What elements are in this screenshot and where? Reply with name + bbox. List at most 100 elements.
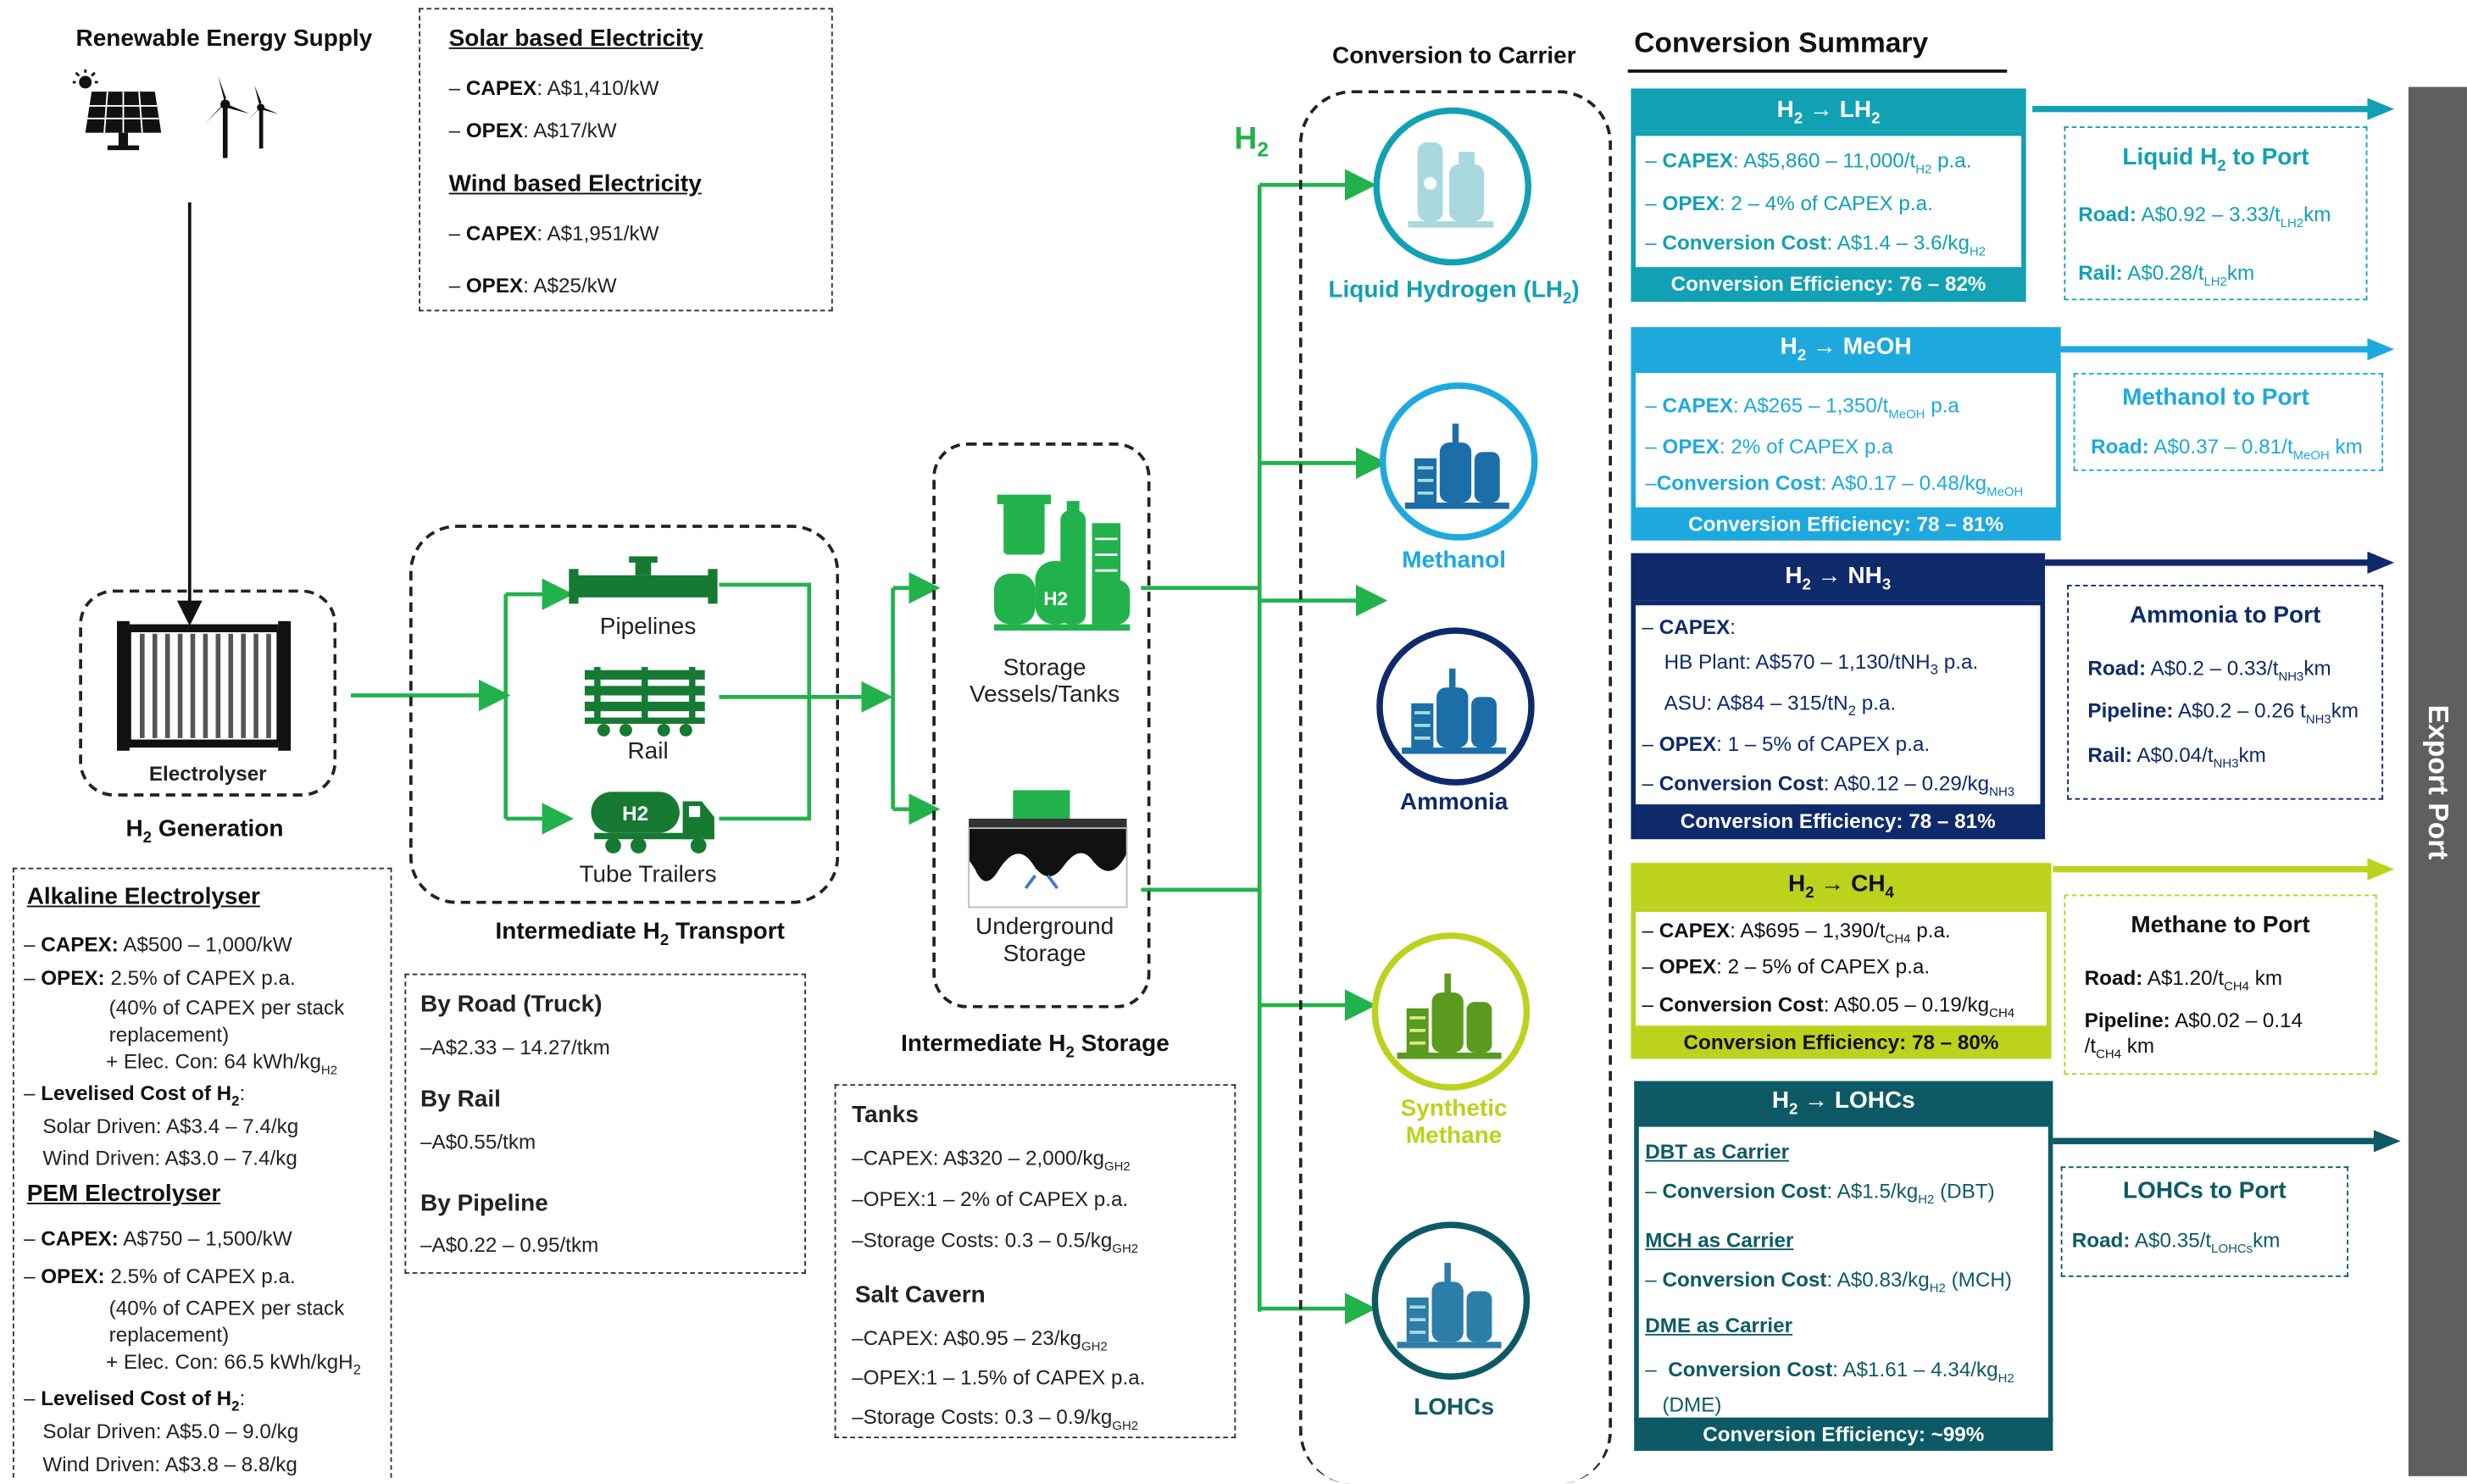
lh2-port-box: Liquid H2 to Port Road: A$0.92 – 3.33/tL… (2064, 126, 2368, 301)
nh3-port-road: Road: A$0.2 – 0.33/tNH3km (2087, 655, 2331, 684)
ch4-port-road: Road: A$1.20/tCH4 km (2084, 965, 2283, 994)
rail-label: Rail (627, 737, 669, 765)
road-title: By Road (Truck) (420, 991, 603, 1018)
solar-wind-costs-box: Solar based Electricity – CAPEX: A$1,410… (419, 8, 833, 312)
road-value: –A$2.33 – 14.27/tkm (420, 1035, 610, 1059)
pipeline-title: By Pipeline (420, 1190, 548, 1217)
export-port-bar (2408, 86, 2467, 1476)
ammonia-plant-icon (1402, 668, 1507, 754)
electrolyser-icon (116, 620, 292, 751)
trailer-h2-text: H2 (622, 803, 648, 825)
tanks-title: Tanks (852, 1101, 919, 1129)
ch4-summary-header: H2 → CH4 (1631, 863, 2052, 908)
carrier-box (1298, 90, 1613, 1484)
lh2-efficiency: Conversion Efficiency: 76 – 82% (1631, 267, 2026, 303)
meoh-opex: – OPEX: 2% of CAPEX p.a (1645, 434, 1893, 459)
ch4-summary-box: – CAPEX: A$695 – 1,390/tCH4 p.a. – OPEX:… (1631, 907, 2052, 1031)
pipelines-label: Pipelines (599, 613, 697, 641)
nh3-efficiency: Conversion Efficiency: 78 – 81% (1631, 804, 2046, 840)
lohc-port-box: LOHCs to Port Road: A$0.35/tLOHCskm (2060, 1166, 2349, 1277)
dbt-cost: – Conversion Cost: A$1.5/kgH2 (DBT) (1645, 1179, 1995, 1207)
alkaline-opex: – OPEX: 2.5% of CAPEX p.a. (23, 965, 296, 990)
wind-title: Wind based Electricity (448, 170, 702, 198)
nh3-hb-plant: HB Plant: A$570 – 1,130/tNH3 p.a. (1664, 649, 1979, 678)
alkaline-note: (40% of CAPEX per stack replacement) (108, 995, 345, 1047)
tanks-opex: –OPEX:1 – 2% of CAPEX p.a. (852, 1187, 1129, 1211)
storage-box (932, 442, 1151, 1009)
meoh-capex: – CAPEX: A$265 – 1,350/tMeOH p.a (1645, 393, 1959, 422)
pipeline-value: –A$0.22 – 0.95/tkm (420, 1232, 599, 1257)
nh3-opex: – OPEX: 1 – 5% of CAPEX p.a. (1642, 731, 1931, 756)
lh2-summary-box: – CAPEX: A$5,860 – 11,000/tH2 p.a. – OPE… (1631, 131, 2026, 274)
nh3-cost: – Conversion Cost: A$0.12 – 0.29/kgNH3 (1642, 771, 2015, 799)
meoh-efficiency: Conversion Efficiency: 78 – 81% (1631, 507, 2061, 541)
electrolyser-costs-box: Alkaline Electrolyser – CAPEX: A$500 – 1… (12, 867, 392, 1478)
salt-capex: –CAPEX: A$0.95 – 23/kgGH2 (852, 1326, 1108, 1354)
methane-plant-icon (1397, 973, 1502, 1059)
lohc-port-title: LOHCs to Port (2123, 1177, 2286, 1204)
salt-title: Salt Cavern (854, 1281, 986, 1309)
methanol-caption: Methanol (1402, 547, 1507, 574)
summary-underline (1627, 69, 2008, 73)
ch4-capex: – CAPEX: A$695 – 1,390/tCH4 p.a. (1642, 918, 1951, 947)
lohc-summary-box: DBT as Carrier – Conversion Cost: A$1.5/… (1634, 1122, 2053, 1423)
lohcs-caption: LOHCs (1414, 1393, 1495, 1421)
alkaline-capex: – CAPEX: A$500 – 1,000/kW (23, 932, 292, 957)
pipeline-icon (569, 556, 718, 604)
pem-note: (40% of CAPEX per stack replacement) (108, 1296, 345, 1347)
ch4-cost: – Conversion Cost: A$0.05 – 0.19/kgCH4 (1642, 992, 2015, 1020)
solar-panel-icon (72, 69, 162, 151)
summary-title: Conversion Summary (1634, 26, 1929, 58)
ammonia-caption: Ammonia (1399, 788, 1509, 816)
nh3-summary-header: H2 → NH3 (1631, 553, 2046, 601)
transport-costs-box: By Road (Truck) –A$2.33 – 14.27/tkm By R… (404, 973, 807, 1275)
lh2-port-road: Road: A$0.92 – 3.33/tLH2km (2078, 202, 2331, 231)
salt-opex: –OPEX:1 – 1.5% of CAPEX p.a. (852, 1365, 1146, 1390)
alkaline-wind: Wind Driven: A$3.0 – 7.4/kg (42, 1145, 297, 1170)
h2-generation-title: H2 Generation (125, 815, 284, 848)
pem-lcoh: – Levelised Cost of H2: (23, 1386, 246, 1415)
h2-stream-label: H2 (1234, 121, 1269, 162)
meoh-summary-box: – CAPEX: A$265 – 1,350/tMeOH p.a – OPEX:… (1631, 368, 2061, 514)
alkaline-title: Alkaline Electrolyser (26, 883, 260, 911)
meoh-port-road: Road: A$0.37 – 0.81/tMeOH km (2091, 434, 2363, 463)
ch4-efficiency: Conversion Efficiency: 78 – 80% (1631, 1025, 2052, 1059)
alkaline-lcoh: – Levelised Cost of H2: (23, 1081, 246, 1109)
lh2-capex: – CAPEX: A$5,860 – 11,000/tH2 p.a. (1645, 148, 1972, 177)
methanol-plant-icon (1404, 423, 1509, 509)
synthetic-methane-circle (1371, 932, 1531, 1091)
ch4-opex: – OPEX: 2 – 5% of CAPEX p.a. (1642, 954, 1931, 979)
methanol-circle (1379, 382, 1538, 541)
meoh-port-title: Methanol to Port (2122, 384, 2309, 411)
meoh-summary-header: H2 → MeOH (1631, 327, 2061, 369)
nh3-port-rail: Rail: A$0.04/tNH3km (2087, 742, 2266, 771)
transport-box (408, 525, 840, 904)
dme-cost: – Conversion Cost: A$1.61 – 4.34/kgH2 (D… (1645, 1357, 2014, 1416)
rail-title: By Rail (420, 1086, 501, 1113)
wind-capex: – CAPEX: A$1,951/kW (448, 221, 659, 246)
pem-wind: Wind Driven: A$3.8 – 8.8/kg (42, 1452, 297, 1476)
tube-trailers-label: Tube Trailers (579, 861, 717, 889)
ch4-port-title: Methane to Port (2131, 911, 2310, 939)
export-port-label: Export Port (2422, 704, 2455, 860)
tube-trailer-icon: H2 (591, 792, 714, 853)
solar-opex: – OPEX: A$17/kW (448, 118, 617, 142)
dbt-title: DBT as Carrier (1645, 1139, 1790, 1164)
tanks-cost: –Storage Costs: 0.3 – 0.5/kgGH2 (852, 1227, 1139, 1256)
meoh-cost: –Conversion Cost: A$0.17 – 0.48/kgMeOH (1645, 470, 2024, 499)
lh2-circle (1373, 107, 1531, 266)
tanks-capex: –CAPEX: A$320 – 2,000/kgGH2 (852, 1145, 1131, 1174)
lh2-opex: – OPEX: 2 – 4% of CAPEX p.a. (1645, 191, 1933, 215)
meoh-port-box: Methanol to Port Road: A$0.37 – 0.81/tMe… (2073, 373, 2384, 471)
solar-capex: – CAPEX: A$1,410/kW (448, 75, 659, 100)
lh2-cost: – Conversion Cost: A$1.4 – 3.6/kgH2 (1645, 231, 1986, 259)
mch-cost: – Conversion Cost: A$0.83/kgH2 (MCH) (1645, 1267, 2012, 1296)
storage-vessels-icon: H2 (993, 494, 1131, 631)
liquefaction-plant-icon (1408, 142, 1494, 228)
salt-cost: –Storage Costs: 0.3 – 0.9/kgGH2 (852, 1404, 1139, 1433)
